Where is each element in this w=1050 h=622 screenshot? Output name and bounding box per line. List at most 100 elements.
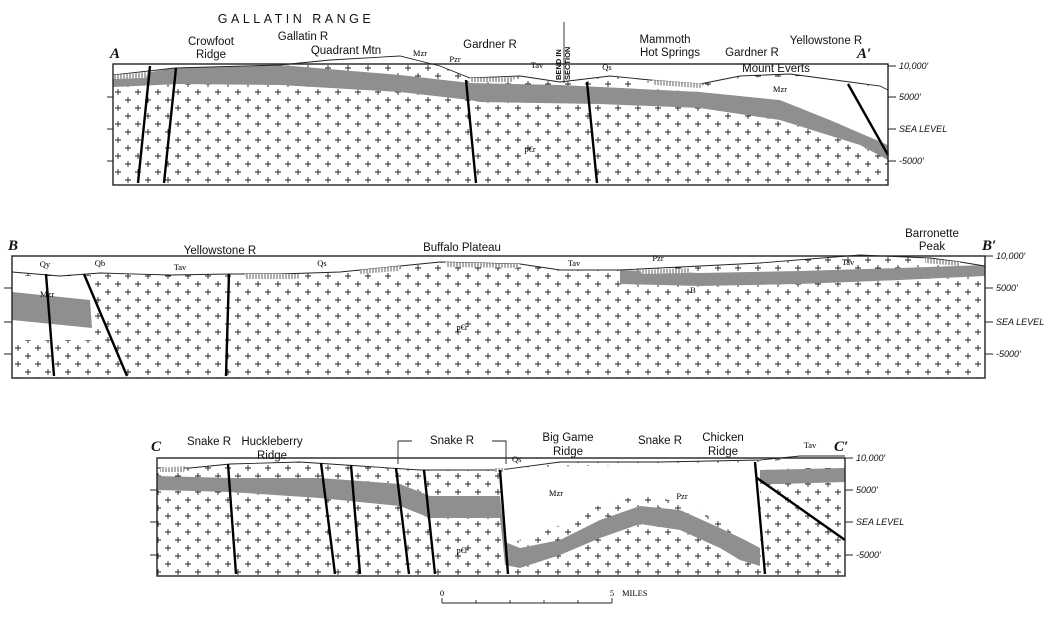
section-b-fault-1 [44, 273, 56, 377]
section-b-qs-2 [360, 266, 400, 274]
figure-title: GALLATIN RANGE [218, 12, 374, 26]
label-b-mzr: Mzr [40, 289, 54, 299]
section-c-elevation-ticks [845, 457, 853, 556]
section-c-fault-5 [422, 469, 437, 575]
label-b-qb: Qb [95, 258, 105, 268]
label-crowfoot: Crowfoot [188, 36, 235, 48]
section-c-elev-sea-level: SEA LEVEL [856, 517, 904, 527]
label-a-tav: Tav [531, 60, 544, 70]
label-c-qs: Qs [512, 454, 521, 464]
section-c-left-ticks [150, 489, 157, 556]
section-c-fault-3 [349, 464, 362, 575]
section-c-qs-1 [160, 466, 185, 472]
label-crowfoot-ridge: Ridge [196, 49, 226, 61]
label-quadrant-mtn: Quadrant Mtn [311, 45, 381, 57]
label-snake-r-1: Snake R [187, 436, 231, 448]
scale-bar-start: 0 [440, 588, 444, 598]
label-yellowstone-r-a: Yellowstone R [790, 35, 862, 47]
label-big-game-ridge: Ridge [553, 446, 583, 458]
section-a-elev-sea-level: SEA LEVEL [899, 124, 947, 134]
scale-bar-end: 5 [610, 588, 614, 598]
label-gardner-r-1: Gardner R [463, 39, 517, 51]
label-a-mzr-right: Mzr [773, 84, 787, 94]
label-mount-everts: Mount Everts [742, 63, 810, 75]
label-yellowstone-r-b: Yellowstone R [184, 245, 256, 257]
section-a-qs-1 [113, 72, 148, 79]
section-b-right-end: B′ [981, 238, 996, 254]
section-b-sky [12, 255, 985, 276]
label-gardner-r-2: Gardner R [725, 47, 779, 59]
section-b-paleozoic-left [12, 292, 92, 328]
label-huckleberry-ridge: Ridge [257, 450, 287, 462]
label-c-tav: Tav [804, 440, 817, 450]
label-a-pcr: p€r [524, 144, 536, 154]
section-a-qs-2 [470, 77, 515, 82]
section-b-elev-10000: 10,000′ [996, 251, 1026, 261]
label-chicken-ridge: Ridge [708, 446, 738, 458]
section-c-fault-8 [756, 477, 846, 541]
label-c-pcr: p€r [456, 545, 468, 555]
section-a-fault-4 [585, 81, 599, 184]
label-b-qs: Qs [317, 258, 326, 268]
section-a-fault-3 [464, 79, 478, 184]
label-b-pcr: p€r [456, 322, 468, 332]
scale-bar-line [441, 598, 613, 604]
section-c: 10,000′ 5000′ SEA LEVEL -5000′ C C′ Snak… [150, 432, 904, 577]
section-a-elev-minus-5000: -5000′ [899, 156, 924, 166]
section-b-qs-3 [445, 262, 520, 268]
section-a-elevation-ticks [888, 65, 896, 162]
section-c-right-end: C′ [834, 439, 848, 455]
snake-r-bracket [397, 440, 507, 464]
section-b-qs-5 [925, 258, 960, 266]
label-b-qy: Qy [40, 259, 51, 269]
section-c-frame [156, 457, 846, 577]
scale-bar: 0 5 MILES [440, 588, 648, 604]
section-a-left-ticks [107, 96, 113, 162]
section-c-paleozoic-right [760, 468, 845, 484]
section-a-elev-10000: 10,000′ [899, 61, 929, 71]
label-b-tav-1: Tav [174, 262, 187, 272]
label-snake-r-2: Snake R [430, 435, 474, 447]
label-snake-r-3: Snake R [638, 435, 682, 447]
section-c-topography [157, 455, 845, 471]
section-b-left-end: B [7, 238, 18, 254]
label-big-game: Big Game [542, 432, 593, 444]
label-barronette-peak: Peak [919, 241, 945, 253]
label-buffalo-plateau: Buffalo Plateau [423, 242, 501, 254]
label-a-qs: Qs [602, 62, 611, 72]
label-bend-in: BEND IN [554, 49, 563, 80]
label-barronette: Barronette [905, 228, 959, 240]
section-b-elev-5000: 5000′ [996, 283, 1018, 293]
section-a-right-end: A′ [856, 46, 871, 62]
section-c-fault-7 [753, 461, 767, 575]
section-a-topography [112, 55, 889, 91]
section-a: 10,000′ 5000′ SEA LEVEL -5000′ A A′ Crow… [107, 22, 947, 186]
section-c-fault-2 [319, 462, 337, 575]
label-chicken: Chicken [702, 432, 744, 444]
section-b: 10,000′ 5000′ SEA LEVEL -5000′ B B′ Qy Q… [4, 228, 1044, 379]
section-a-mesozoic [640, 76, 888, 145]
section-a-qs-3 [652, 80, 705, 88]
section-c-fault-1 [226, 463, 238, 575]
section-b-frame [11, 255, 986, 379]
section-a-fault-5 [846, 83, 890, 156]
section-a-fault-2 [162, 67, 178, 184]
label-huckleberry: Huckleberry [241, 436, 303, 448]
section-c-elev-minus-5000: -5000′ [856, 550, 881, 560]
section-b-qs-4 [640, 268, 690, 274]
section-c-fault-4 [394, 467, 411, 575]
section-c-elev-10000: 10,000′ [856, 453, 886, 463]
section-a-paleozoic-band [113, 65, 888, 160]
section-b-paleozoic-right [620, 265, 985, 286]
section-b-qs-1 [245, 274, 300, 279]
label-bend-section: SECTION [563, 47, 572, 80]
label-b-tav-3: Tav [842, 257, 855, 267]
section-c-paleozoic-band [157, 476, 760, 568]
section-b-elev-sea-level: SEA LEVEL [996, 317, 1044, 327]
label-c-pzr: Pzr [676, 491, 688, 501]
section-c-mesozoic [500, 462, 760, 560]
label-b-mark: B [690, 285, 696, 295]
section-b-left-ticks [4, 287, 12, 355]
section-c-tav-cap [760, 458, 845, 470]
